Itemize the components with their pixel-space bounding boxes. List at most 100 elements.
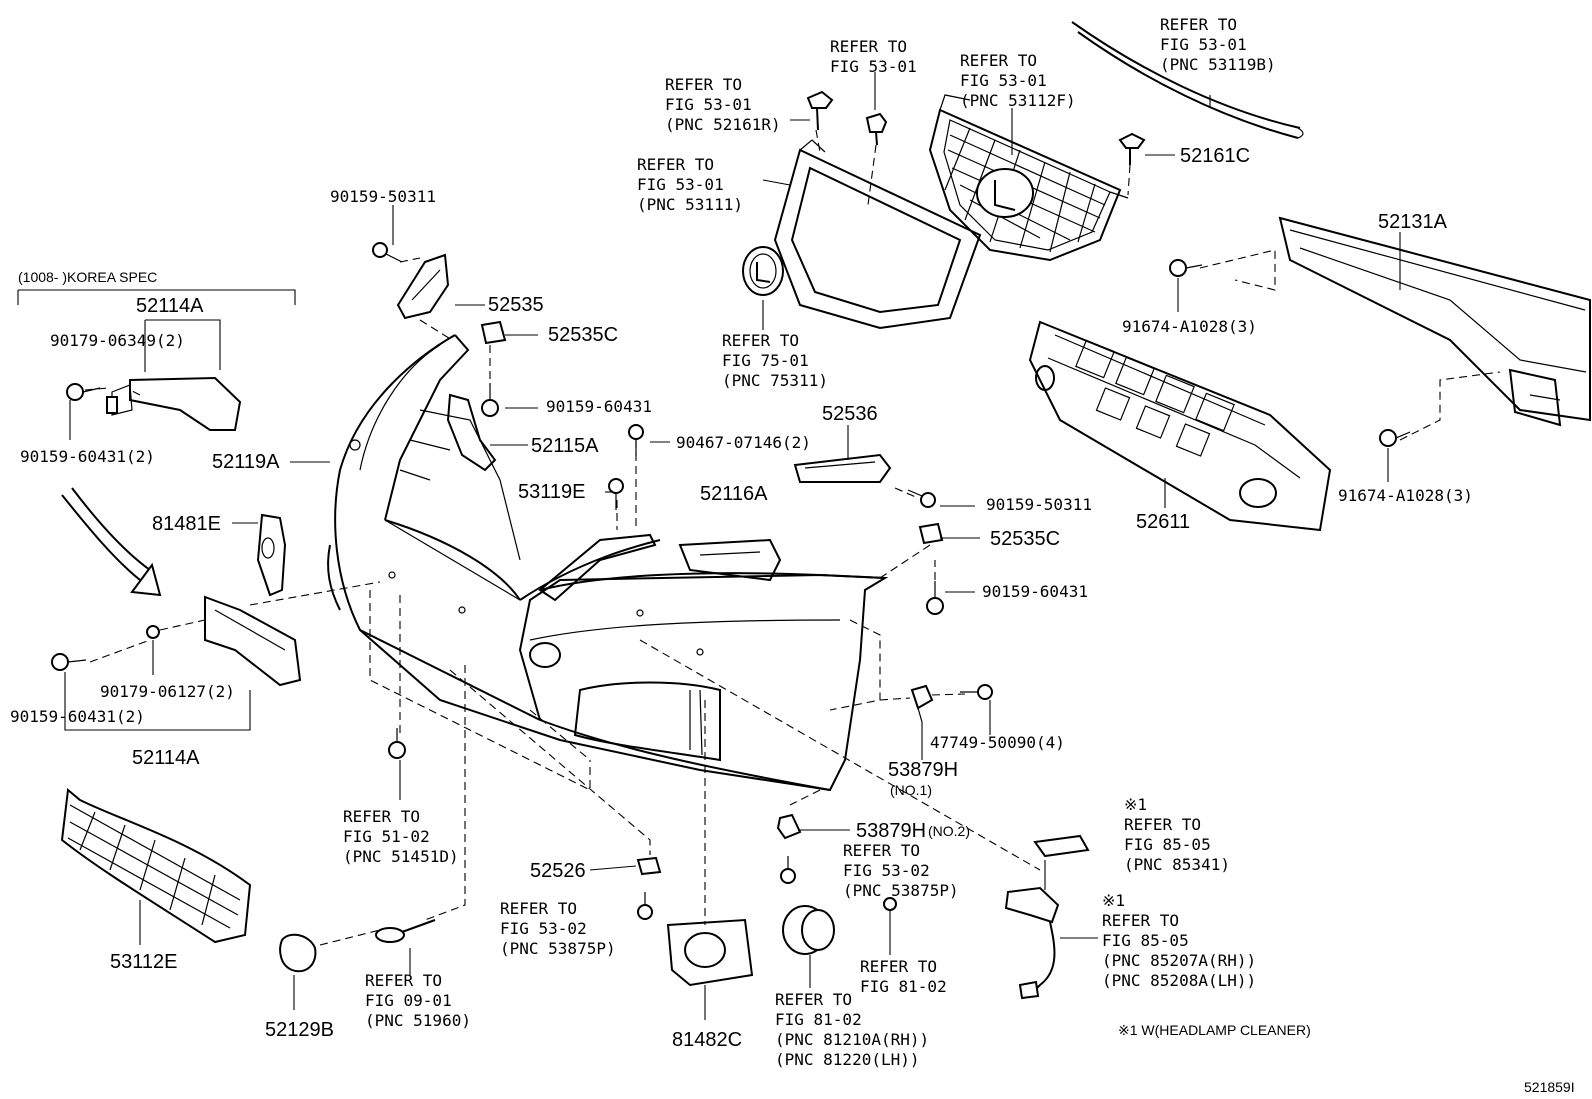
callout-text-line: REFER TO: [343, 807, 420, 826]
label-81481e: 81481E: [152, 513, 221, 535]
label-90159-50311-right: 90159-50311: [986, 495, 1092, 514]
label-no2: (NO.2): [928, 823, 970, 839]
fog-lamp-bezel: [666, 918, 754, 987]
direction-arrow-icon: [61, 487, 162, 597]
callout-text-line: (PNC 85208A(LH)): [1102, 971, 1256, 990]
label-90159-60431-mid: 90159-60431: [546, 397, 652, 416]
callout-text-line: (PNC 85207A(RH)): [1102, 951, 1256, 970]
clip-52161r: [806, 90, 834, 131]
emblem: [742, 246, 784, 296]
callout-text-line: FIG 53-01: [960, 71, 1047, 90]
callout-text-line: FIG 09-01: [365, 991, 452, 1010]
tow-hook-cover: [279, 933, 317, 973]
callout-text-line: REFER TO: [960, 51, 1037, 70]
label-52131a: 52131A: [1378, 211, 1448, 233]
callout-text-line: (PNC 52161R): [665, 115, 781, 134]
plate-bracket-top: [111, 376, 242, 431]
headlamp-cleaner-nozzle: [1004, 886, 1060, 1000]
label-90179-06127: 90179-06127(2): [100, 682, 235, 701]
label-52114a-bottom: 52114A: [132, 747, 200, 769]
callout-text-line: (PNC 81210A(RH)): [775, 1030, 929, 1049]
plate-bracket-bottom: [204, 595, 302, 687]
bolt-icons: [51, 242, 1411, 920]
label-53112e: 53112E: [110, 951, 177, 973]
bracket-53879h-no1: [910, 684, 934, 723]
callout-text-line: REFER TO: [1102, 911, 1179, 930]
footnote-headlamp-cleaner: ※1 W(HEADLAMP CLEANER): [1118, 1022, 1311, 1038]
grille-frame: [773, 139, 982, 330]
label-52611: 52611: [1136, 511, 1190, 533]
lower-grille: [60, 788, 252, 944]
label-90159-50311-left: 90159-50311: [330, 187, 436, 206]
label-52536: 52536: [822, 403, 878, 425]
label-47749: 47749-50090(4): [930, 733, 1065, 752]
tow-hook: [375, 919, 436, 943]
label-90159-60431-2-bottom: 90159-60431(2): [10, 707, 145, 726]
label-90179-06349: 90179-06349(2): [50, 331, 185, 350]
callout-text-line: (PNC 51960): [365, 1011, 471, 1030]
label-53879h-no1: 53879H: [888, 759, 958, 781]
callout-text-line: FIG 85-05: [1124, 835, 1211, 854]
clip-52161c: [1118, 132, 1146, 165]
callout-text-line: (PNC 75311): [722, 371, 828, 390]
diagram-id: 521859I: [1524, 1079, 1575, 1095]
callout-text-line: FIG 51-02: [343, 827, 430, 846]
callout-text-line: (PNC 53112F): [960, 91, 1076, 110]
headlamp-cleaner-cover: [1033, 834, 1090, 858]
callout-text-line: ※1: [1102, 891, 1125, 910]
label-81482c: 81482C: [672, 1029, 742, 1051]
bumper-reinforcement: [1278, 216, 1591, 427]
label-no1: (NO.1): [890, 782, 932, 798]
callout-text-line: REFER TO: [843, 841, 920, 860]
label-52161c: 52161C: [1180, 145, 1250, 167]
label-52115a: 52115A: [531, 435, 599, 457]
hood-molding-strip: [1071, 21, 1304, 139]
label-53879h-no2: 53879H: [856, 820, 926, 842]
label-91674-bottom: 91674-A1028(3): [1338, 486, 1473, 505]
label-52535c-top: 52535C: [548, 324, 618, 346]
label-52535: 52535: [488, 294, 544, 316]
callout-text-line: (PNC 51451D): [343, 847, 459, 866]
callout-text-line: FIG 53-01: [830, 57, 917, 76]
callout-text-line: (PNC 53111): [637, 195, 743, 214]
energy-absorber: [1028, 320, 1332, 532]
callout-text-line: FIG 81-02: [860, 977, 947, 996]
callout-text-line: FIG 53-02: [843, 861, 930, 880]
callout-text-line: (PNC 85341): [1124, 855, 1230, 874]
label-52526: 52526: [530, 860, 586, 882]
callout-text-line: FIG 81-02: [775, 1010, 862, 1029]
callout-text-line: REFER TO: [665, 75, 742, 94]
callout-text-line: REFER TO: [365, 971, 442, 990]
callout-text-line: FIG 53-01: [665, 95, 752, 114]
label-91674-top: 91674-A1028(3): [1122, 317, 1257, 336]
callout-text-line: REFER TO: [830, 37, 907, 56]
lamp-bracket-81481e: [256, 513, 287, 597]
leader-lines: [17, 72, 1401, 1020]
bumper-cover: [327, 334, 889, 792]
korea-spec-label: (1008- )KOREA SPEC: [18, 269, 157, 285]
callout-text-line: (PNC 53875P): [500, 939, 616, 958]
parking-sensor: [782, 905, 835, 955]
callout-text-line: REFER TO: [500, 899, 577, 918]
label-53119e: 53119E: [518, 481, 585, 503]
clip-top-center: [865, 112, 888, 146]
retainer-52526: [636, 856, 662, 876]
callout-text-line: REFER TO: [860, 957, 937, 976]
label-90159-60431-2-top: 90159-60431(2): [20, 447, 155, 466]
clip-52535c-right: [918, 522, 944, 545]
callout-text-line: REFER TO: [1160, 15, 1237, 34]
callout-text-line: FIG 53-01: [637, 175, 724, 194]
